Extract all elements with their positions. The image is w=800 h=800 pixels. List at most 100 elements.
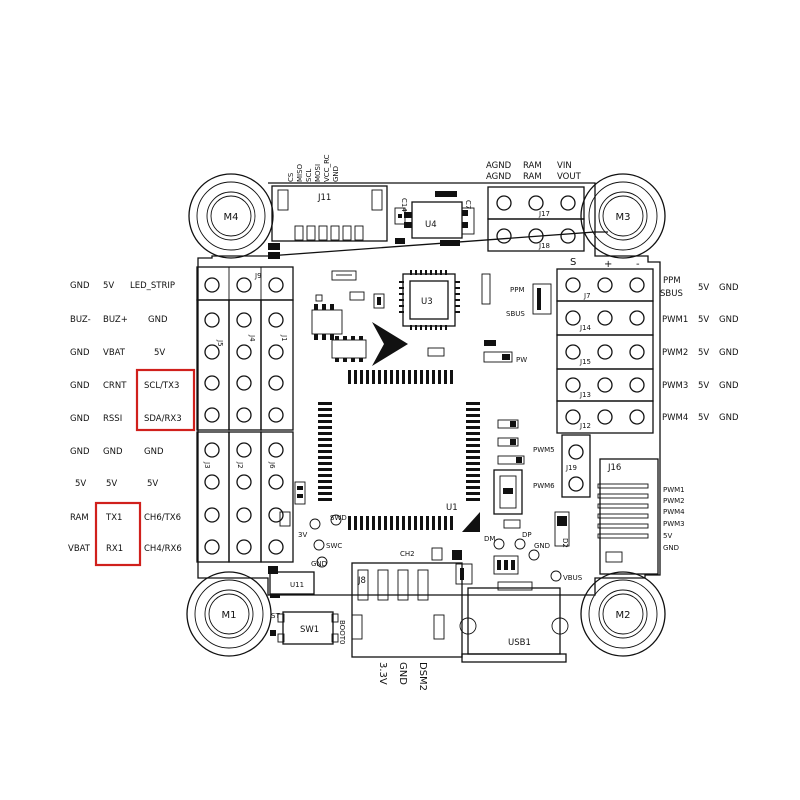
pin-label: VBAT <box>103 348 126 358</box>
chip-u11: U11 <box>268 566 315 598</box>
component-label: J2 <box>236 461 244 469</box>
component-label: J6 <box>268 461 276 469</box>
pin-label: PWM1 <box>663 486 685 494</box>
pin-label: GND <box>148 315 168 325</box>
swd-pads: SWD 3V SWC GND <box>279 481 347 568</box>
chip-u4: C14 U4 C7 <box>394 191 475 246</box>
mount-hole-label: M4 <box>224 212 239 223</box>
component-label: J3 <box>203 461 211 469</box>
pin-label: 5V <box>698 315 709 325</box>
component-label: J18 <box>538 242 550 250</box>
component-label: J11 <box>317 193 331 203</box>
pin-label: GND <box>719 413 739 423</box>
header-j17-j18: J17 J18 <box>487 186 585 252</box>
header-j9: J9 <box>196 266 294 301</box>
component-label: J19 <box>565 464 577 472</box>
pin-label: 5V <box>663 532 672 540</box>
mount-hole-m4: M4 <box>188 173 274 259</box>
pin-label: PWM2 <box>663 497 685 505</box>
component-label: U3 <box>421 297 433 307</box>
pin-label: GND <box>332 166 340 182</box>
connector-j11: CS MISO SCL MOSI VCC_RC GND J11 <box>268 154 388 259</box>
pin-label: VBAT <box>68 544 91 554</box>
bottom-pin-labels: DSM2 GND 3.3V <box>377 662 428 691</box>
header-column-j3: J3 <box>196 431 230 563</box>
pin-label: MISO <box>296 163 304 182</box>
resistor-array <box>311 304 367 362</box>
pw-label: PW <box>516 356 527 364</box>
component-label: J12 <box>579 422 591 430</box>
board-outline <box>197 182 661 596</box>
pin-label: 5V <box>698 283 709 293</box>
component-label: J13 <box>579 391 591 399</box>
right-pin-labels: PPM SBUS 5V GND PWM1 5V GND PWM2 5V GND … <box>660 276 739 423</box>
component-label: U4 <box>425 220 437 230</box>
component-label: D2 <box>561 538 569 548</box>
component-label: C7 <box>464 200 472 209</box>
vbus-label: VBUS <box>563 574 583 582</box>
pin-label: TX1 <box>105 513 122 523</box>
ch2-parts: CH2 <box>400 547 473 585</box>
header-column-j4: J4 <box>228 299 262 431</box>
mount-hole-m3: M3 <box>580 173 666 259</box>
col-header-minus: - <box>636 259 640 270</box>
pin-label: VIN <box>557 161 572 171</box>
left-pin-labels: GND 5V LED_STRIP BUZ- BUZ+ GND GND VBAT … <box>68 281 182 554</box>
component-label: J5 <box>216 339 224 347</box>
connector-usb1: USB1 <box>459 581 569 663</box>
connector-j8: J8 <box>351 562 463 658</box>
pin-label: BUZ- <box>70 315 91 325</box>
header-j19: J19 PWM5 PWM6 <box>533 434 591 498</box>
pin-label: BUZ+ <box>103 315 128 325</box>
orientation-arrow-icon <box>372 322 408 366</box>
pin-label: VCC_RC <box>323 154 331 182</box>
component-label: J4 <box>248 334 256 342</box>
chip-u1: U1 <box>318 370 480 532</box>
component-label: USB1 <box>508 638 531 648</box>
pin-label: RX1 <box>106 544 123 554</box>
pin-label: GND <box>70 348 90 358</box>
col-header-s: S <box>570 257 576 268</box>
switch-sw1: ST SW1 BOOT0 <box>270 611 346 645</box>
pin-label: 5V <box>75 479 86 489</box>
pin-label: 5V <box>698 381 709 391</box>
right-headers: J7 J14 J15 J13 J12 <box>556 268 654 434</box>
pin-label: CS <box>287 172 295 182</box>
pin-label: GND <box>719 381 739 391</box>
component-label: J16 <box>607 463 621 473</box>
pin-label: RAM <box>523 161 542 171</box>
col-header-plus: + <box>604 259 612 270</box>
pin-label: RAM <box>523 172 542 182</box>
mount-hole-m2: M2 <box>580 571 666 657</box>
pin-label: PWM4 <box>662 413 688 423</box>
pin-label: DSM2 <box>417 662 428 691</box>
small-components-top: U3 <box>315 270 491 357</box>
v33-label: 3V <box>298 531 307 539</box>
header-column-j1: J1 <box>260 299 294 431</box>
pin-label: CH6/TX6 <box>144 513 181 523</box>
pin-label: 3.3V <box>377 662 388 685</box>
column-header-s-plus-minus: S + - <box>570 257 640 270</box>
pin-label: VOUT <box>557 172 582 182</box>
pin-label: GND <box>719 315 739 325</box>
pin-label: GND <box>70 281 90 291</box>
pin-label: PWM2 <box>662 348 688 358</box>
header-column-j2: J2 <box>228 431 262 563</box>
dm-label: DM <box>484 535 495 543</box>
pin-label: PWM3 <box>662 381 688 391</box>
swd-label: SWD <box>330 514 347 522</box>
component-label: U11 <box>290 581 304 589</box>
pin-label: SCL <box>305 169 313 182</box>
pin-label: PWM4 <box>663 508 685 516</box>
swc-label: SWC <box>326 542 342 550</box>
pin-label: CH4/RX6 <box>144 544 182 554</box>
pin-label: SCL/TX3 <box>144 381 179 391</box>
dp-label: DP <box>522 531 532 539</box>
pwm5-label: PWM5 <box>533 446 555 454</box>
pin-label: 5V <box>147 479 158 489</box>
pin-label: AGND <box>486 172 512 182</box>
pin-label: GND <box>103 447 123 457</box>
small-components-right: D2 DM DP GND VBUS <box>484 419 583 582</box>
pin-label: GND <box>719 348 739 358</box>
